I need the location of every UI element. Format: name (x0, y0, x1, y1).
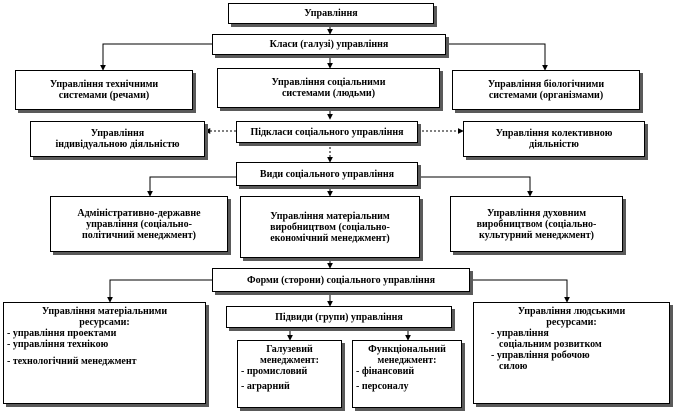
node-social-subclasses: Підкласи соціального управління (236, 121, 418, 143)
node-collective-activity: Управління колективною діяльністю (463, 121, 645, 157)
connector-classes-bio (446, 43, 548, 71)
node-functional-management: Функціональний менеджмент: - фінансовий … (352, 340, 462, 408)
node-spiritual-production: Управління духовним виробництвом (соціал… (450, 196, 623, 252)
node-management-subtypes: Підвиди (групи) управління (226, 306, 452, 328)
node-material-resources: Управління матеріальними ресурсами: - уп… (3, 302, 206, 404)
connector-forms-human (470, 279, 570, 303)
node-social-management-forms: Форми (сторони) соціального управління (212, 268, 470, 292)
node-social-management-types: Види соціального управління (236, 162, 418, 186)
node-administrative-state: Адміністративно-державне управління (соц… (50, 196, 228, 252)
node-sectoral-management: Галузевий менеджмент: - промисловий - аг… (237, 340, 342, 408)
node-human-resources: Управління людськими ресурсами: - управл… (473, 302, 670, 404)
node-biological-systems: Управління біологічними системами (орган… (452, 70, 640, 110)
node-management-root: Управління (228, 3, 434, 24)
node-management-classes: Класи (галузі) управління (212, 34, 446, 55)
node-social-systems: Управління соціальними системами (людьми… (217, 68, 440, 108)
connector-classes-tech (100, 43, 212, 71)
connector-forms-resources (107, 279, 212, 303)
connector-types-spiritual (418, 176, 533, 197)
node-individual-activity: Управління індивідуальною діяльністю (30, 121, 205, 157)
node-technical-systems: Управління технічними системами (речами) (15, 70, 193, 110)
connector-types-admin (147, 176, 236, 197)
node-material-production: Управління матеріальним виробництвом (со… (240, 196, 420, 258)
